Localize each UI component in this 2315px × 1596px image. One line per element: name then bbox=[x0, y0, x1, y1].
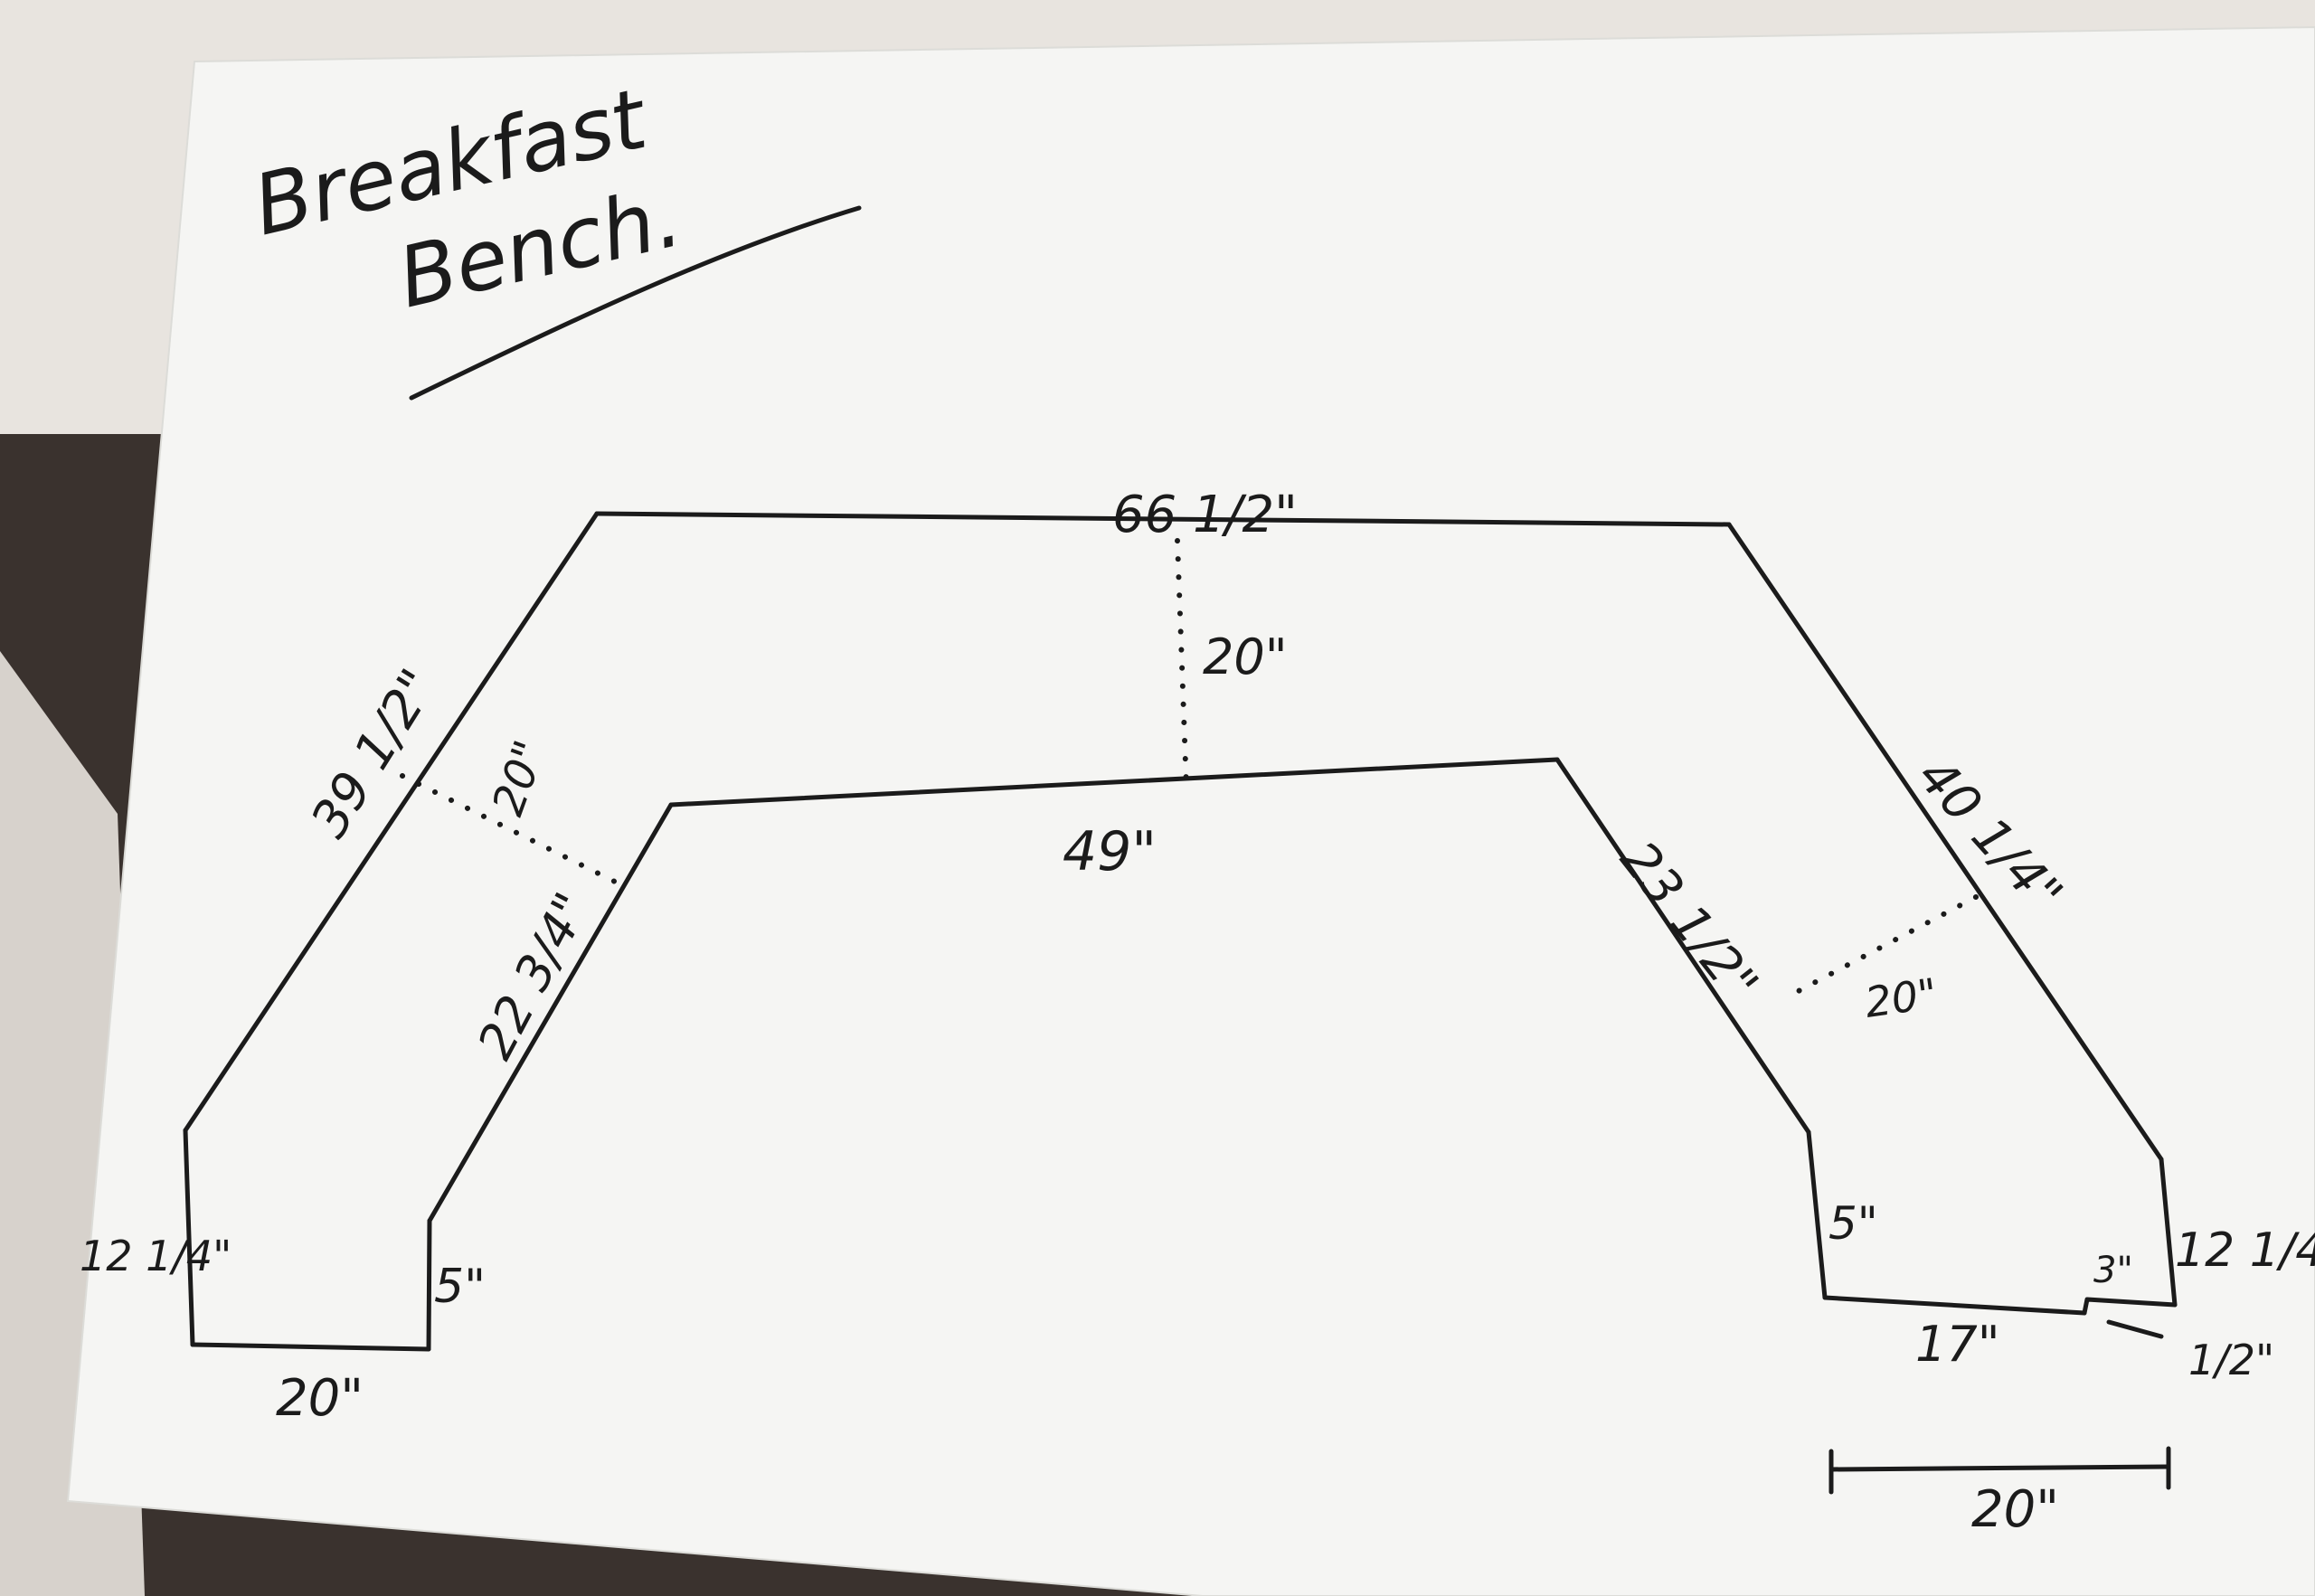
right-end-outer-side bbox=[2159, 1157, 2178, 1308]
right-end-bottom bbox=[1822, 1295, 2087, 1316]
overall-width-dimension bbox=[1828, 1446, 2171, 1495]
right-end-inner-side-label: 5" bbox=[1828, 1197, 1878, 1250]
right-end-notch bbox=[2082, 1297, 2178, 1316]
inner-left-diagonal bbox=[427, 802, 674, 1223]
right-end-bottom-label: 17" bbox=[1915, 1316, 2000, 1373]
outer-top-label: 66 1/2" bbox=[1112, 486, 1298, 544]
right-depth-label: 20" bbox=[1862, 968, 1940, 1027]
outer-right-side-label: 12 1/4" bbox=[2175, 1223, 2315, 1278]
right-end-notch-label: 3" bbox=[2093, 1250, 2133, 1291]
left-end-outer-side bbox=[183, 1128, 195, 1347]
right-end-inner-side bbox=[1806, 1129, 1828, 1300]
left-end-inner-side-label: 5" bbox=[434, 1260, 486, 1314]
outer-left-side-label: 12 1/4" bbox=[80, 1232, 232, 1280]
inner-right-diagonal bbox=[1554, 757, 1811, 1135]
right-end-offset-label: 1/2" bbox=[2188, 1336, 2274, 1384]
bench-outline bbox=[183, 511, 2178, 1352]
inner-top-edge bbox=[668, 757, 1560, 807]
title-underline bbox=[409, 205, 862, 401]
left-end-inner-side bbox=[426, 1218, 432, 1352]
outer-left-diagonal bbox=[183, 511, 600, 1133]
paper-sheet bbox=[66, 25, 2315, 1596]
outer-top-edge bbox=[594, 511, 1732, 527]
outer-right-diagonal bbox=[1726, 522, 2164, 1162]
overall-width-line bbox=[1828, 1464, 2171, 1472]
left-end-bottom bbox=[190, 1342, 431, 1352]
center-depth-label: 20" bbox=[1203, 628, 1288, 685]
inner-top-label: 49" bbox=[1063, 820, 1157, 883]
notch-offset-tick bbox=[2106, 1319, 2164, 1339]
right-end-overall-label: 20" bbox=[1971, 1480, 2059, 1539]
left-end-bottom-label: 20" bbox=[276, 1369, 364, 1428]
right-depth-line bbox=[1792, 894, 1979, 996]
